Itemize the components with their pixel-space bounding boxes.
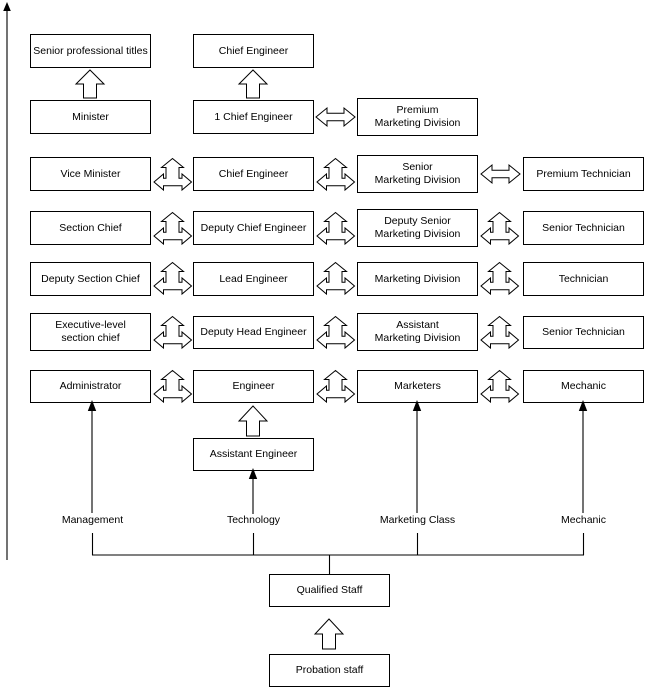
box-senior-technician-row5[interactable]: Senior Technician — [523, 316, 644, 349]
line-arrow-management-to-administrator — [84, 389, 102, 514]
box-executive-level-section-chief[interactable]: Executive-level section chief — [30, 313, 151, 351]
box-chief-engineer[interactable]: Chief Engineer — [193, 157, 314, 191]
arrow-lru-row6-mgmt-tech — [152, 368, 194, 406]
box-deputy-section-chief[interactable]: Deputy Section Chief — [30, 262, 151, 296]
vertical-rank-axis — [0, 0, 20, 565]
arrow-lru-row2-mgmt-tech — [152, 156, 194, 194]
box-assistant-marketing-division[interactable]: Assistant Marketing Division — [357, 313, 478, 351]
box-mechanic[interactable]: Mechanic — [523, 370, 644, 403]
line-arrow-marketing-to-marketers — [409, 389, 427, 514]
line-arrow-technology-to-assistant-engineer — [245, 457, 263, 515]
box-marketing-division[interactable]: Marketing Division — [357, 262, 478, 296]
box-deputy-chief-engineer[interactable]: Deputy Chief Engineer — [193, 211, 314, 245]
box-administrator[interactable]: Administrator — [30, 370, 151, 403]
arrow-lru-row6-tech-marketing — [315, 368, 357, 406]
arrow-lr-row2-marketing-mechanic — [479, 161, 522, 187]
box-premium-technician[interactable]: Premium Technician — [523, 157, 644, 191]
box-marketers[interactable]: Marketers — [357, 370, 478, 403]
box-engineer[interactable]: Engineer — [193, 370, 314, 403]
box-qualified-staff[interactable]: Qualified Staff — [269, 574, 390, 607]
category-label-management: Management — [61, 514, 124, 526]
box-premium-marketing-division[interactable]: Premium Marketing Division — [357, 98, 478, 136]
box-probation-staff[interactable]: Probation staff — [269, 654, 390, 687]
box-1-chief-engineer[interactable]: 1 Chief Engineer — [193, 100, 314, 134]
arrow-lru-row5-mgmt-tech — [152, 314, 194, 352]
up-arrow-minister-to-senior-titles — [74, 68, 108, 100]
category-label-marketing-class: Marketing Class — [379, 514, 456, 526]
arrow-lru-row3-marketing-mechanic — [479, 210, 521, 248]
up-arrow-assistant-engineer-to-engineer — [237, 404, 271, 438]
arrow-lru-row2-tech-marketing — [315, 156, 357, 194]
box-deputy-senior-marketing-division[interactable]: Deputy Senior Marketing Division — [357, 209, 478, 247]
arrow-lru-row3-mgmt-tech — [152, 210, 194, 248]
up-arrow-chief-engineer1-to-chief-engineer — [237, 68, 271, 100]
arrow-lru-row3-tech-marketing — [315, 210, 357, 248]
line-arrow-mechanic-to-mechanic — [575, 389, 593, 514]
box-senior-professional-titles[interactable]: Senior professional titles — [30, 34, 151, 68]
box-technician[interactable]: Technician — [523, 262, 644, 296]
box-chief-engineer-top[interactable]: Chief Engineer — [193, 34, 314, 68]
arrow-lru-row4-marketing-mechanic — [479, 260, 521, 298]
box-vice-minister[interactable]: Vice Minister — [30, 157, 151, 191]
box-minister[interactable]: Minister — [30, 100, 151, 134]
arrow-lr-row1-tech-marketing — [314, 104, 357, 130]
box-senior-technician-row3[interactable]: Senior Technician — [523, 211, 644, 245]
box-senior-marketing-division[interactable]: Senior Marketing Division — [357, 155, 478, 193]
arrow-lru-row4-tech-marketing — [315, 260, 357, 298]
up-arrow-probation-to-qualified — [313, 617, 347, 651]
category-label-technology: Technology — [226, 514, 281, 526]
category-label-mechanic: Mechanic — [561, 514, 606, 526]
box-section-chief[interactable]: Section Chief — [30, 211, 151, 245]
box-deputy-head-engineer[interactable]: Deputy Head Engineer — [193, 316, 314, 349]
box-lead-engineer[interactable]: Lead Engineer — [193, 262, 314, 296]
arrow-lru-row6-marketing-mechanic — [479, 368, 521, 406]
arrow-lru-row4-mgmt-tech — [152, 260, 194, 298]
arrow-lru-row5-marketing-mechanic — [479, 314, 521, 352]
arrow-lru-row5-tech-marketing — [315, 314, 357, 352]
